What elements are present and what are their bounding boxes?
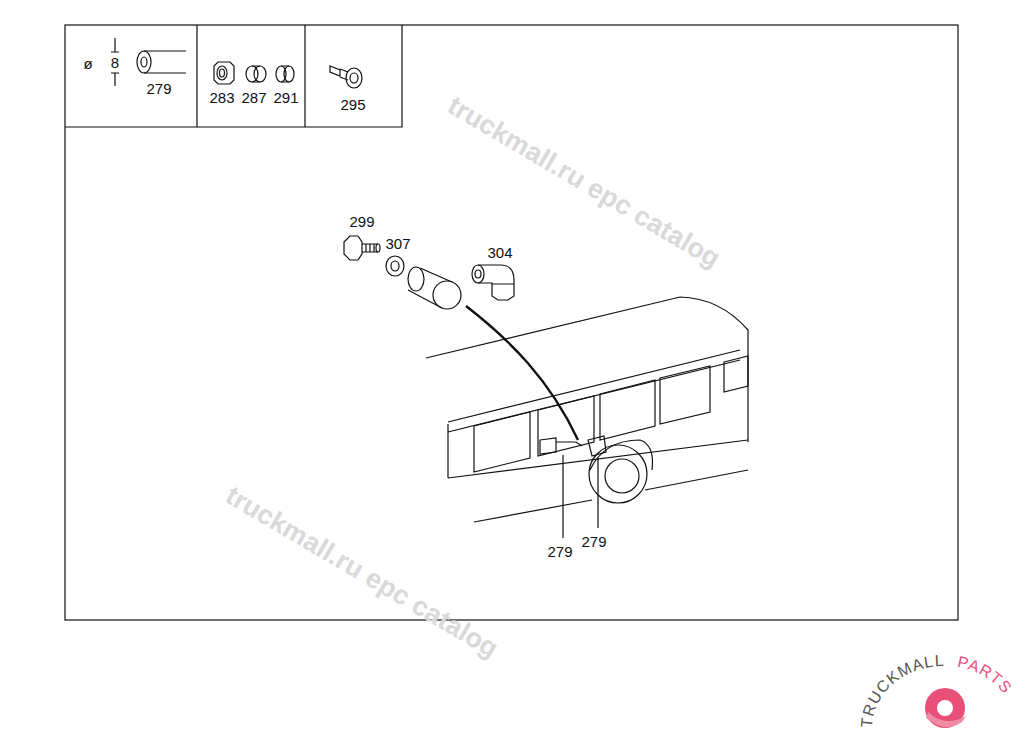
callout-number: 8 [111,55,119,70]
callout-number: 291 [273,90,298,105]
tube [137,51,186,73]
callout-number: 279 [146,81,171,96]
bus [426,297,748,522]
callout-number: 287 [241,90,266,105]
callout-number: 279 [581,534,606,549]
logo-text: TRUCKMALL [858,652,945,728]
callout-number: 304 [487,245,512,260]
callout-number: 283 [209,90,234,105]
ring [246,66,266,82]
elbow-fitting [472,265,514,300]
banjo-fitting [408,267,461,309]
table-grid [65,25,402,127]
ring [276,66,294,82]
washer [386,256,404,276]
fittings [540,436,606,456]
svg-text:TRUCKMALL: TRUCKMALL [858,652,945,728]
callout-number: 295 [340,97,365,112]
callout-number: 279 [547,544,572,559]
leader-line [563,455,598,538]
banjo-bolt [330,66,362,88]
svg-text:PARTS: PARTS [956,653,1015,697]
callout-number: ø [83,56,92,71]
bolt [344,236,380,260]
logo-text: PARTS [956,653,1015,697]
gear-icon [925,688,966,728]
nut [214,62,234,84]
callout-number: 299 [349,214,374,229]
frame [65,25,958,620]
watermark: truckmall.ru epc catalog [443,92,724,273]
callout-number: 307 [385,236,410,251]
dimension [111,38,119,86]
watermark: truckmall.ru epc catalog [221,482,502,663]
